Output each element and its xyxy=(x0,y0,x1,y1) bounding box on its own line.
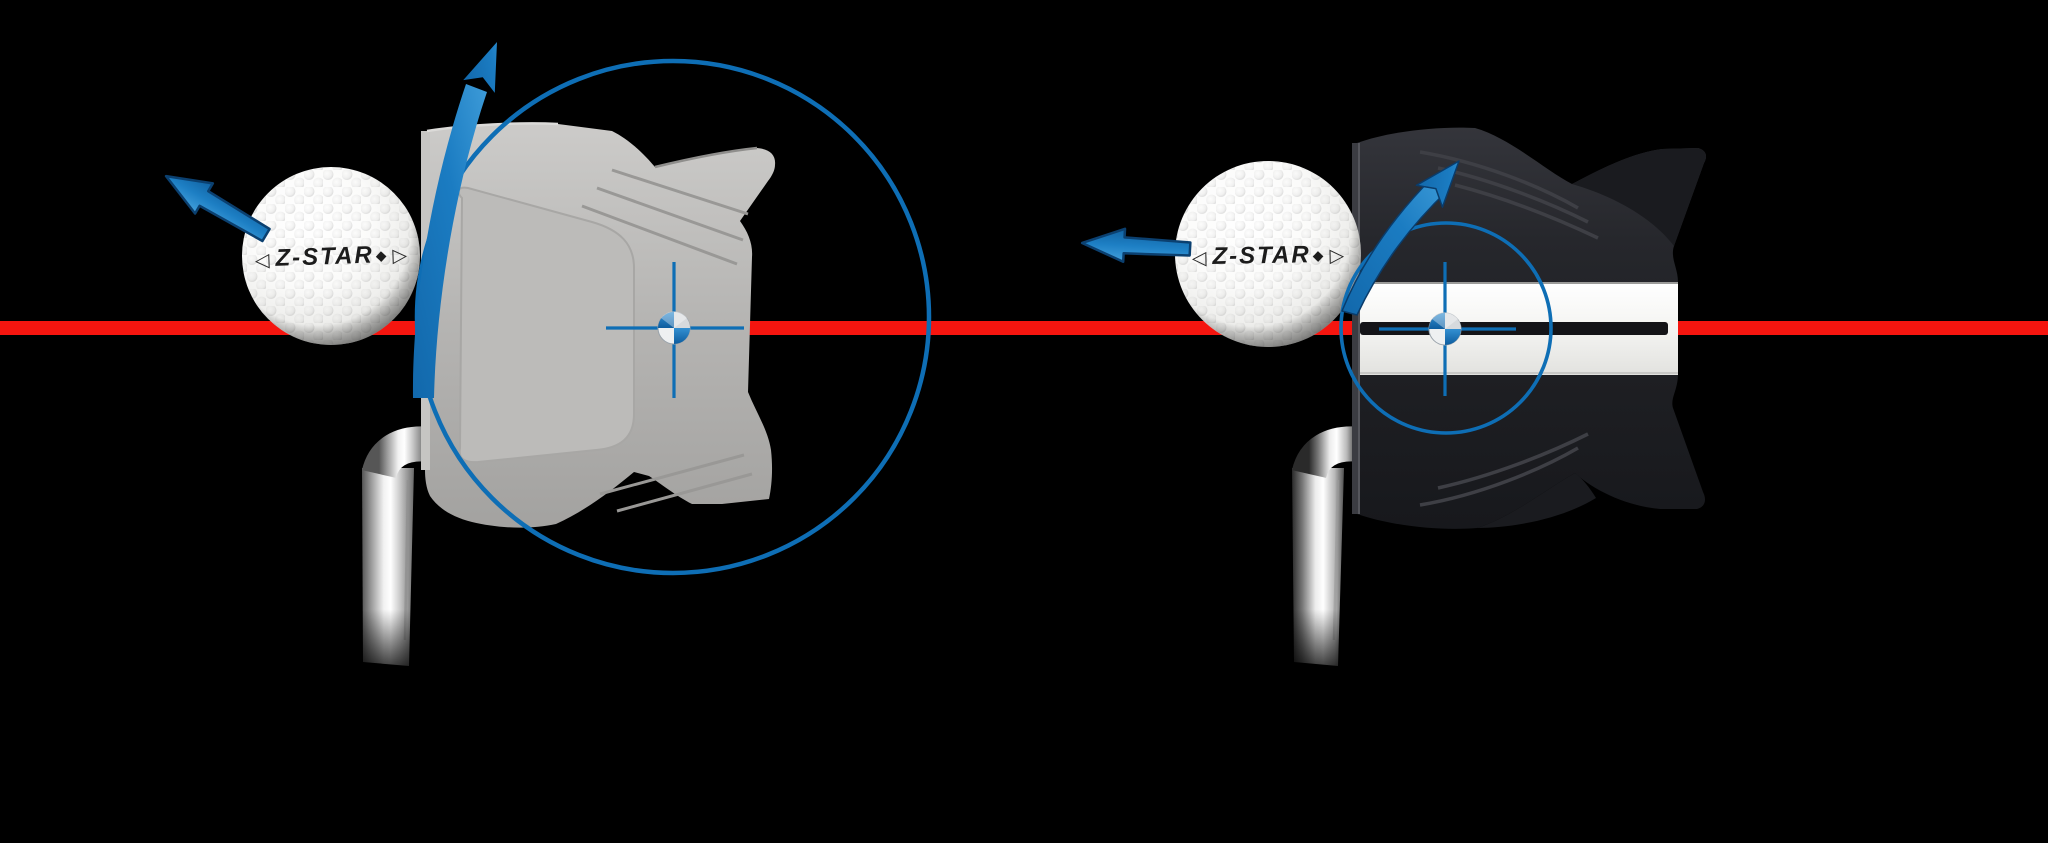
right-face-twist-arrow xyxy=(1341,160,1460,316)
right-putter-shaft xyxy=(1291,426,1356,666)
left-putter-top-highlight xyxy=(426,122,559,133)
left-face-twist-arrow xyxy=(412,42,497,398)
left-putter-shaft xyxy=(361,426,426,666)
right-putter-wing-shadows xyxy=(1477,148,1706,528)
left-ball-direction-arrow xyxy=(164,174,271,243)
right-putter xyxy=(1291,127,1706,666)
left-putter-wing-shadow xyxy=(654,146,758,169)
left-putter-ridges xyxy=(581,168,753,513)
right-putter-ridges xyxy=(1419,150,1599,507)
left-putter xyxy=(361,122,776,666)
left-ball: ◁Z-STAR◆▷ xyxy=(242,167,420,345)
right-ball: ◁Z-STAR◆▷ xyxy=(1175,161,1361,347)
right-rotation-circle xyxy=(1339,221,1553,435)
right-putter-face-edge xyxy=(1352,143,1360,514)
left-cg-marker xyxy=(657,311,691,345)
left-ball-logo: ◁Z-STAR◆▷ xyxy=(254,240,407,272)
left-putter-sight-panel xyxy=(457,186,635,464)
right-ball-logo: ◁Z-STAR◆▷ xyxy=(1192,241,1345,271)
right-cg-marker xyxy=(1428,312,1462,346)
right-ball-direction-arrow xyxy=(1080,227,1192,264)
right-putter-face-edge-highlight xyxy=(1358,143,1360,514)
